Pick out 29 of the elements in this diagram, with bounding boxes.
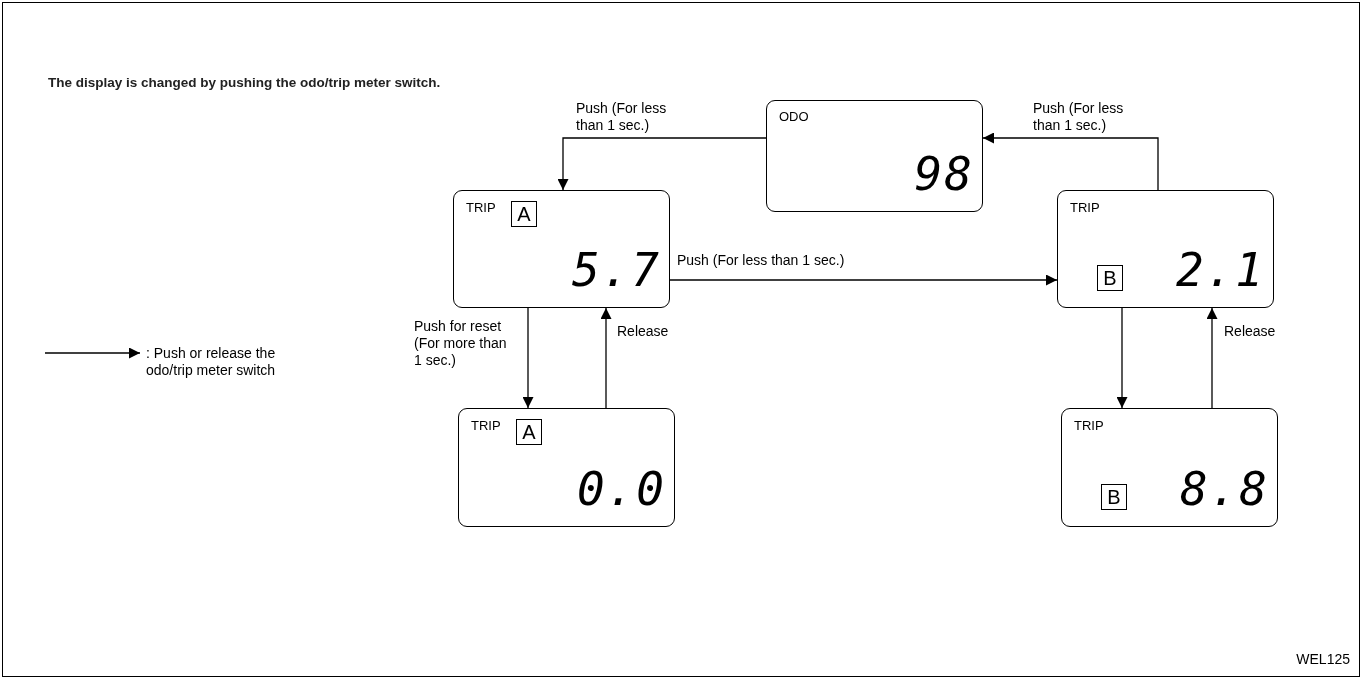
trip-letter: B: [1097, 265, 1123, 291]
arrow: [669, 274, 1058, 286]
display-reading: 0.0: [576, 466, 666, 512]
display-label: TRIP: [466, 201, 496, 214]
lcd-display-box: [766, 100, 983, 212]
trip-letter: A: [511, 201, 537, 227]
display-reading: 8.8: [1179, 466, 1269, 512]
arrow: [1206, 307, 1218, 409]
lcd-display-box: [458, 408, 675, 527]
arrow: [522, 307, 534, 409]
display-reading: 5.7: [571, 247, 661, 293]
lcd-display-box: [1061, 408, 1278, 527]
display-label: TRIP: [471, 419, 501, 432]
arrow: [982, 132, 1159, 191]
display-reading: 2.1: [1175, 247, 1265, 293]
display-label: ODO: [779, 110, 809, 123]
edge-label: Push for reset (For more than 1 sec.): [414, 318, 509, 369]
caption-text: The display is changed by pushing the odo/trip meter switch.: [48, 76, 441, 90]
arrow: [600, 307, 612, 409]
display-label: TRIP: [1070, 201, 1100, 214]
lcd-display-box: [453, 190, 670, 308]
trip-letter: A: [516, 419, 542, 445]
arrow: [557, 137, 767, 191]
display-label: TRIP: [1074, 419, 1104, 432]
trip-letter: B: [1101, 484, 1127, 510]
figure-code: WEL125: [1296, 652, 1350, 666]
arrow: [1116, 307, 1128, 409]
display-reading: 98: [914, 151, 974, 197]
lcd-display-box: [1057, 190, 1274, 308]
